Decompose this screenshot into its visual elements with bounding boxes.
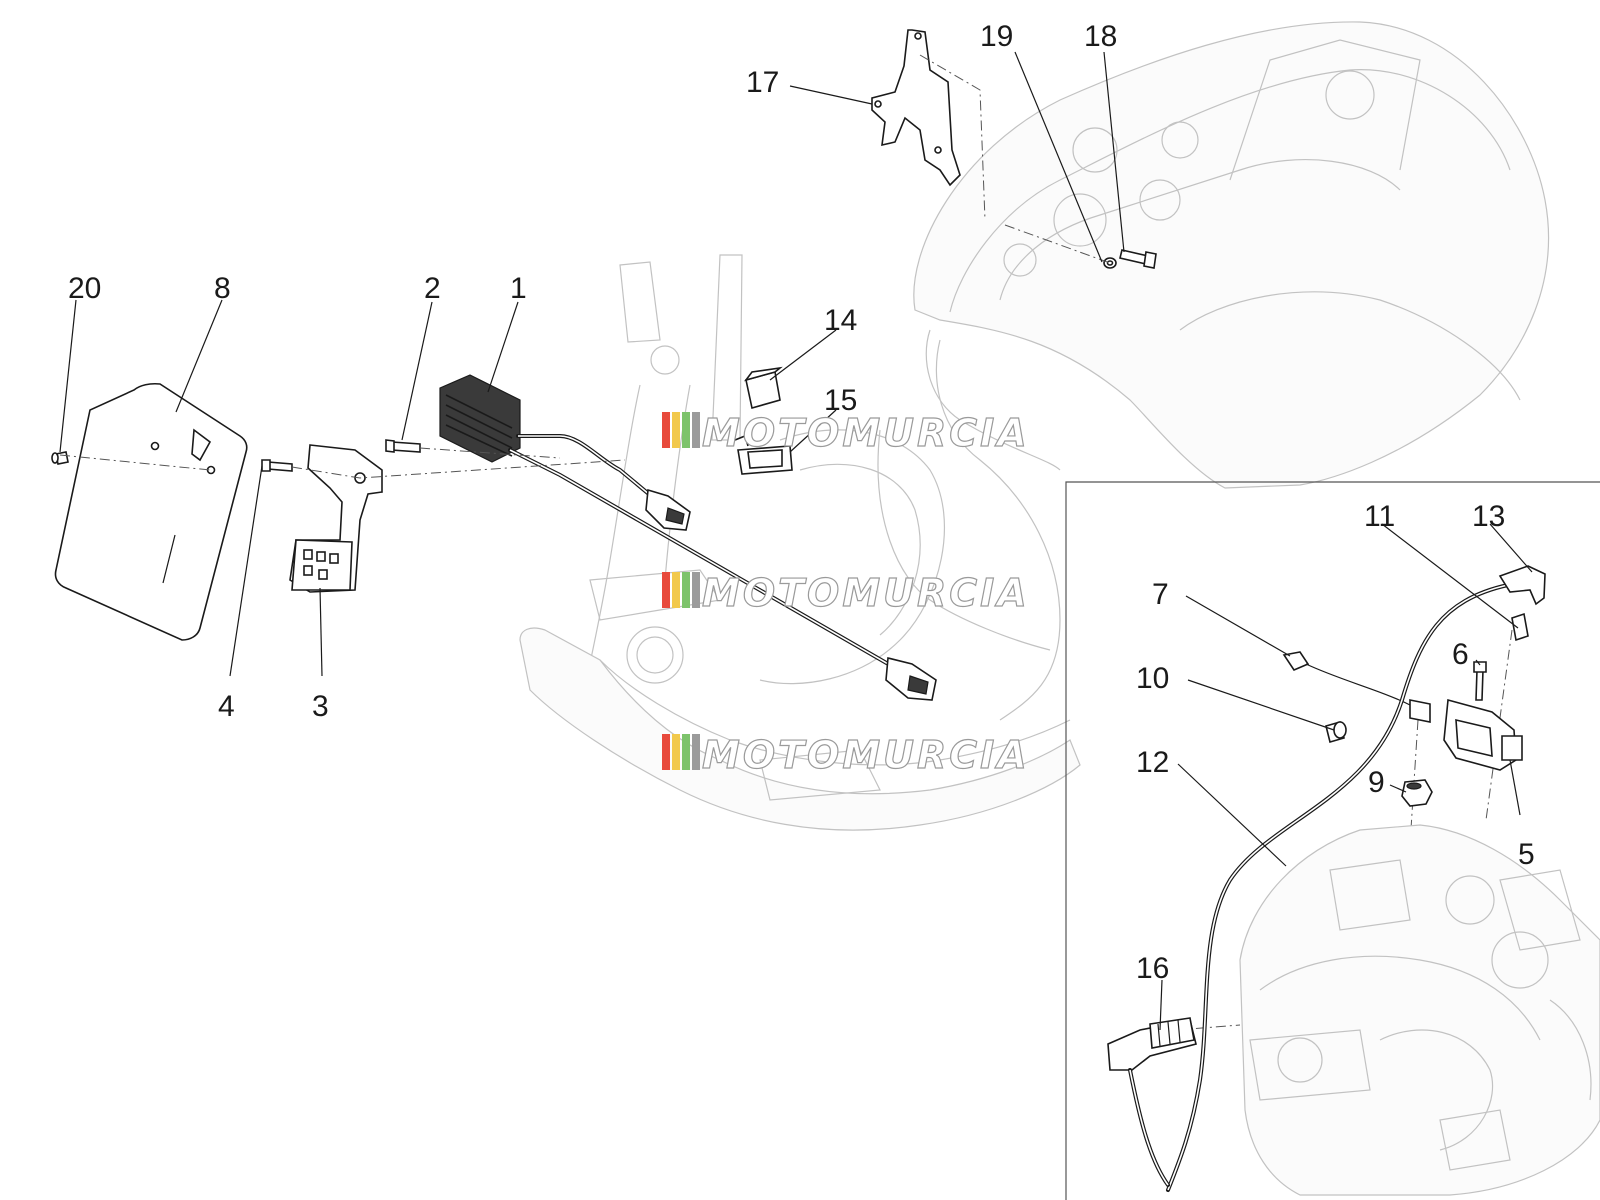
callout-4: 4 <box>218 690 235 723</box>
scooter-body-outline <box>519 21 1550 831</box>
watermark-text-3: MOTOMURCIA <box>702 733 1030 777</box>
part-5-ignition-coil <box>1443 698 1523 771</box>
watermark-2: MOTOMURCIA <box>662 570 1030 616</box>
callout-19: 19 <box>980 20 1013 53</box>
callout-11: 11 <box>1364 500 1395 533</box>
part-4-screw <box>261 459 293 472</box>
part-16-spark-cap <box>1107 1017 1197 1187</box>
engine-outline <box>1239 824 1600 1196</box>
part-12-ht-lead <box>1166 583 1510 1192</box>
part-14-relay <box>743 366 783 410</box>
callout-9: 9 <box>1368 766 1385 799</box>
callout-8: 8 <box>214 272 231 305</box>
part-15-relay-holder <box>734 434 793 475</box>
part-17-bracket <box>871 29 961 187</box>
watermark-1: MOTOMURCIA <box>662 410 1030 456</box>
watermark-3: MOTOMURCIA <box>662 732 1030 778</box>
part-13-plug-cap <box>1498 565 1546 606</box>
callout-1: 1 <box>510 272 527 305</box>
callout-labels: 20 8 2 1 4 3 14 15 17 19 18 11 13 7 6 10… <box>68 20 1535 985</box>
callout-13: 13 <box>1472 500 1505 533</box>
part-18-screw <box>1119 249 1157 269</box>
watermark-text-1: MOTOMURCIA <box>702 411 1030 455</box>
part-20-plug <box>51 451 69 465</box>
part-3-mount-bracket <box>289 444 383 593</box>
part-1-voltage-regulator <box>439 374 937 701</box>
part-7-sensor <box>1282 651 1431 723</box>
callout-15: 15 <box>824 384 857 417</box>
part-9-cap <box>1401 779 1433 807</box>
callout-17: 17 <box>746 66 779 99</box>
engine-inset-frame <box>1065 481 1600 1200</box>
watermark-text-2: MOTOMURCIA <box>702 571 1030 615</box>
part-8-cover-plate <box>54 382 248 641</box>
part-2-screw <box>385 439 421 453</box>
callout-6: 6 <box>1452 638 1469 671</box>
part-10-grommet <box>1325 721 1347 743</box>
part-6-screw <box>1473 661 1487 701</box>
callout-20: 20 <box>68 272 101 305</box>
leader-lines <box>59 51 1533 1031</box>
callout-16: 16 <box>1136 952 1169 985</box>
callout-3: 3 <box>312 690 329 723</box>
callout-14: 14 <box>824 304 857 337</box>
callout-5: 5 <box>1518 838 1535 871</box>
callout-2: 2 <box>424 272 441 305</box>
part-11-cap <box>1511 612 1529 642</box>
part-19-washer <box>1103 257 1117 269</box>
callout-10: 10 <box>1136 662 1169 695</box>
callout-12: 12 <box>1136 746 1169 779</box>
callout-7: 7 <box>1152 578 1169 611</box>
callout-18: 18 <box>1084 20 1117 53</box>
